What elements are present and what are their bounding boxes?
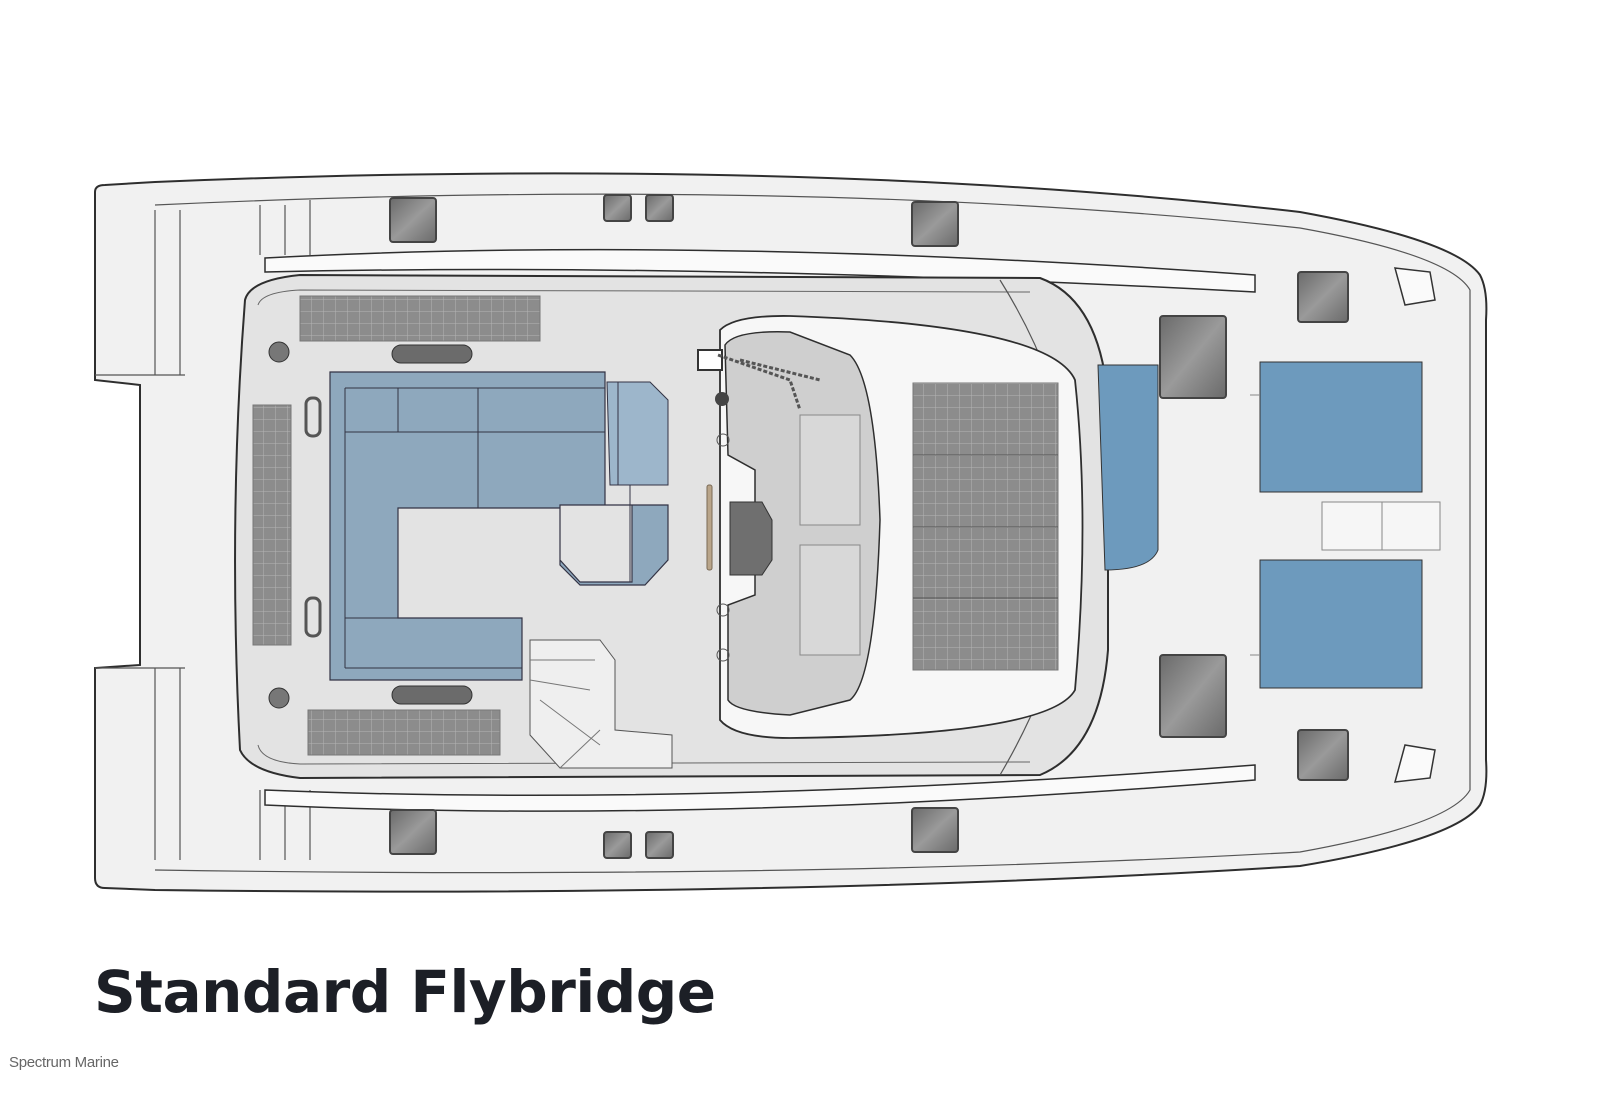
stern-steps — [95, 200, 311, 860]
flybridge-deck-plan — [94, 172, 1488, 893]
winch-icon — [715, 392, 729, 406]
side-seat — [606, 381, 669, 486]
side-deck-top — [264, 248, 1256, 293]
stairway — [529, 639, 673, 769]
plan-title: Standard Flybridge — [94, 958, 716, 1026]
grab-handle — [304, 396, 322, 638]
bow-sunpad-top — [1259, 361, 1423, 493]
watermark-credit: Spectrum Marine — [9, 1054, 119, 1071]
solar-panel-aft-top — [299, 295, 541, 342]
solar-panel-aft-bottom — [307, 709, 501, 756]
helm-display — [799, 414, 861, 526]
hatches — [389, 194, 1349, 859]
winch-icons — [716, 433, 730, 662]
helm-display — [799, 544, 861, 656]
bow-cushion-left — [1097, 364, 1159, 571]
solar-panel-aft-side — [252, 404, 292, 646]
bow-table — [1321, 501, 1441, 551]
side-deck-bottom — [264, 764, 1256, 812]
davit — [391, 344, 473, 705]
lounge-seating — [329, 371, 669, 681]
bow-cleat — [1393, 267, 1436, 783]
mooring-cleat — [268, 341, 290, 709]
hull-inner-line — [154, 193, 1471, 874]
steering-wheel — [706, 484, 713, 571]
helm-seat — [729, 501, 773, 576]
bow-sunpad-bottom — [1259, 559, 1423, 689]
